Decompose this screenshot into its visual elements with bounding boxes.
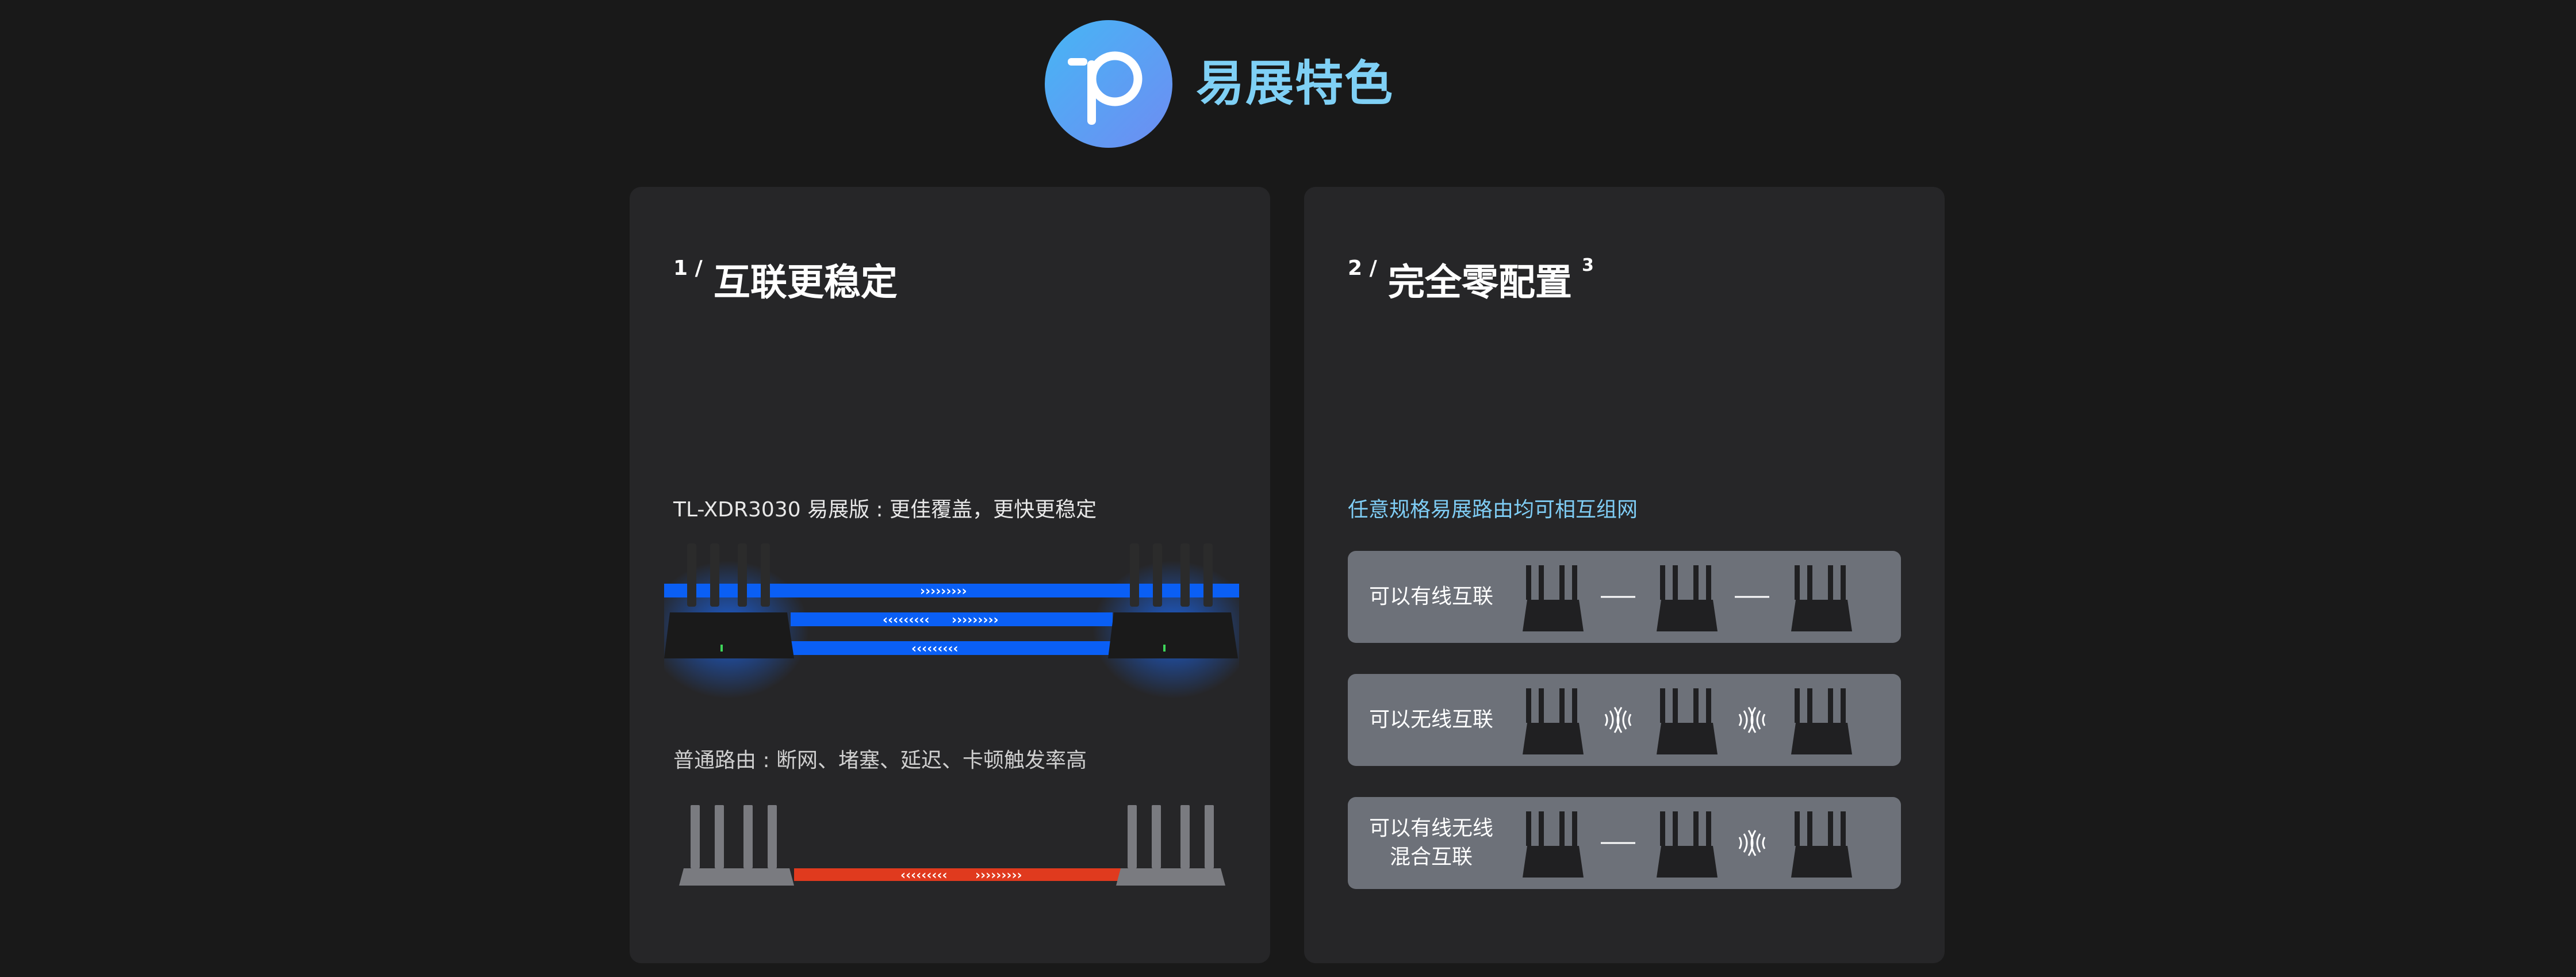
mode-row-wired: 可以有线互联	[1348, 551, 1901, 643]
easymesh-routers-blue-links-icon: ››››››››› ‹‹‹‹‹‹‹‹‹ ››››››››› ‹‹‹‹‹‹‹‹‹	[664, 543, 1239, 699]
wireless-signal-icon	[1738, 830, 1766, 856]
card-heading: 2 / 完全零配置 3	[1348, 253, 1594, 306]
normal-router-caption: 普通路由 : 断网、堵塞、延迟、卡顿触发率高	[673, 749, 1087, 772]
normal-routers-red-link-icon: ‹‹‹‹‹‹‹‹‹ ›››››››››	[679, 805, 1225, 886]
wireless-mesh-routers-icon	[1523, 688, 1852, 754]
card-heading: 1 / 互联更稳定	[673, 253, 898, 306]
feature-card-stable-link: 1 / 互联更稳定 TL-XDR3030 易展版 : 更佳覆盖，更快更稳定 ››…	[630, 187, 1270, 963]
svg-text:›››››››››: ›››››››››	[920, 584, 967, 599]
svg-text:›››››››››: ›››››››››	[975, 868, 1022, 883]
svg-text:›››››››››: ›››››››››	[952, 613, 999, 627]
svg-text:‹‹‹‹‹‹‹‹‹: ‹‹‹‹‹‹‹‹‹	[900, 868, 948, 883]
mode-label: 可以有线互联	[1368, 585, 1493, 608]
router-icon	[679, 805, 794, 886]
router-icon	[1108, 543, 1238, 658]
mode-row-hybrid: 可以有线无线 混合互联	[1348, 797, 1901, 889]
mode-label: 可以有线无线 混合互联	[1368, 817, 1493, 869]
tplink-easymesh-logo-icon	[1068, 51, 1143, 125]
mode-row-wireless: 可以无线互联	[1348, 674, 1901, 766]
zero-config-subtitle: 任意规格易展路由均可相互组网	[1348, 498, 1638, 522]
card-title: 完全零配置	[1387, 262, 1572, 304]
feature-card-zero-config: 2 / 完全零配置 3 任意规格易展路由均可相互组网 可以有线互联	[1304, 187, 1945, 963]
footnote-marker: 3	[1581, 255, 1594, 275]
wired-mesh-routers-icon	[1523, 565, 1852, 631]
svg-text:‹‹‹‹‹‹‹‹‹: ‹‹‹‹‹‹‹‹‹	[883, 613, 930, 627]
card-number: 1 /	[673, 256, 703, 280]
easymesh-caption: TL-XDR3030 易展版 : 更佳覆盖，更快更稳定	[673, 498, 1097, 522]
wireless-signal-icon	[1604, 707, 1632, 733]
page-title: 易展特色	[1196, 55, 1394, 112]
card-number: 2 /	[1348, 256, 1377, 280]
hybrid-mesh-routers-icon	[1523, 811, 1852, 878]
logo	[1045, 20, 1172, 148]
wireless-signal-icon	[1738, 707, 1766, 733]
svg-text:‹‹‹‹‹‹‹‹‹: ‹‹‹‹‹‹‹‹‹	[911, 642, 959, 656]
router-icon	[1116, 805, 1225, 886]
router-icon	[664, 543, 794, 658]
mode-label: 可以无线互联	[1368, 708, 1493, 731]
card-title: 互联更稳定	[713, 262, 898, 304]
